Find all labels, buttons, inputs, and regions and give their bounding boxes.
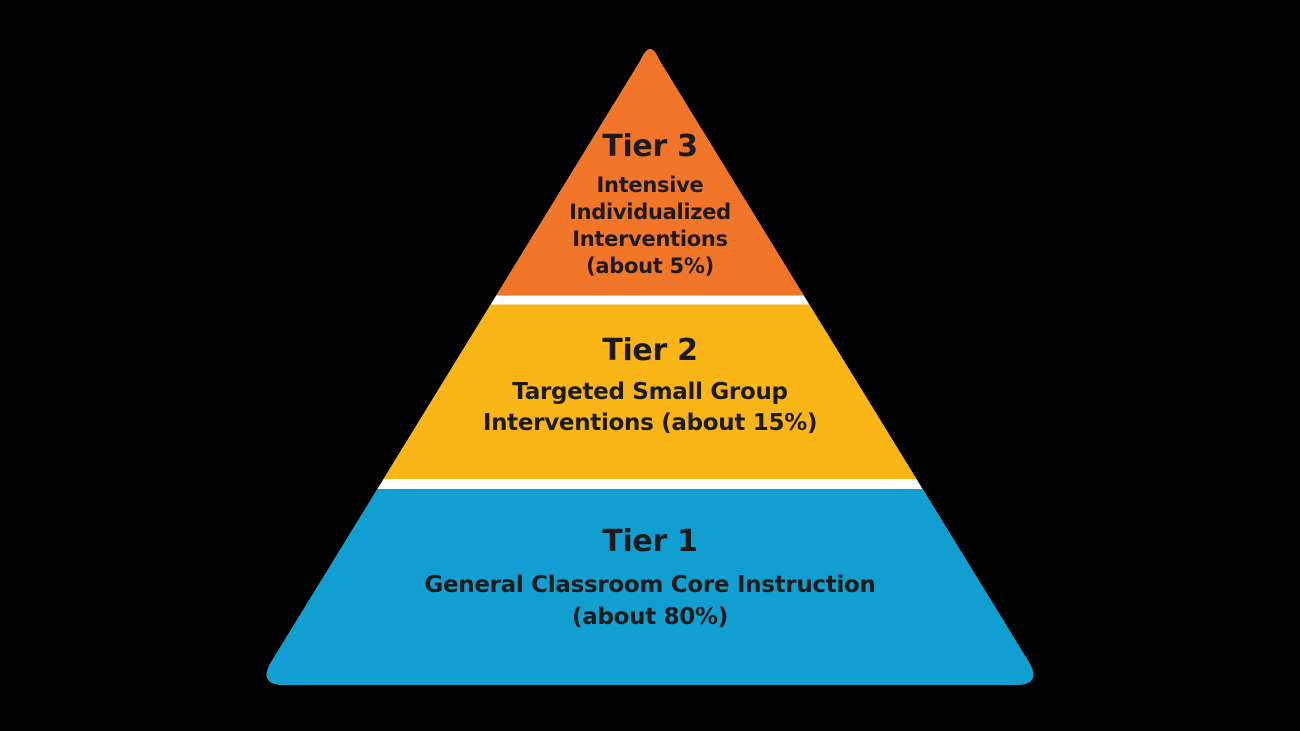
tier3-line-4: (about 5%) bbox=[586, 254, 714, 278]
tier2-label-block: Tier 2 Targeted Small Group Intervention… bbox=[0, 334, 1300, 439]
tier3-line-2: Individualized bbox=[569, 200, 731, 224]
tier1-shape bbox=[266, 489, 1034, 685]
tier3-label-block: Tier 3 Intensive Individualized Interven… bbox=[0, 130, 1300, 280]
tier1-description: General Classroom Core Instruction (abou… bbox=[0, 569, 1300, 633]
tier3-description: Intensive Individualized Interventions (… bbox=[0, 172, 1300, 280]
tier1-title: Tier 1 bbox=[602, 524, 698, 559]
tier2-title: Tier 2 bbox=[602, 333, 698, 368]
tier3-line-1: Intensive bbox=[596, 173, 704, 197]
tier2-description: Targeted Small Group Interventions (abou… bbox=[0, 377, 1300, 439]
tier1-line-2: (about 80%) bbox=[572, 604, 728, 630]
tier1-label-block: Tier 1 General Classroom Core Instructio… bbox=[0, 525, 1300, 633]
tier3-line-3: Interventions bbox=[572, 227, 728, 251]
tier1-line-1: General Classroom Core Instruction bbox=[424, 572, 876, 598]
tier3-title: Tier 3 bbox=[602, 129, 698, 164]
tier2-line-1: Targeted Small Group bbox=[512, 379, 788, 405]
tier2-line-2: Interventions (about 15%) bbox=[482, 410, 818, 436]
